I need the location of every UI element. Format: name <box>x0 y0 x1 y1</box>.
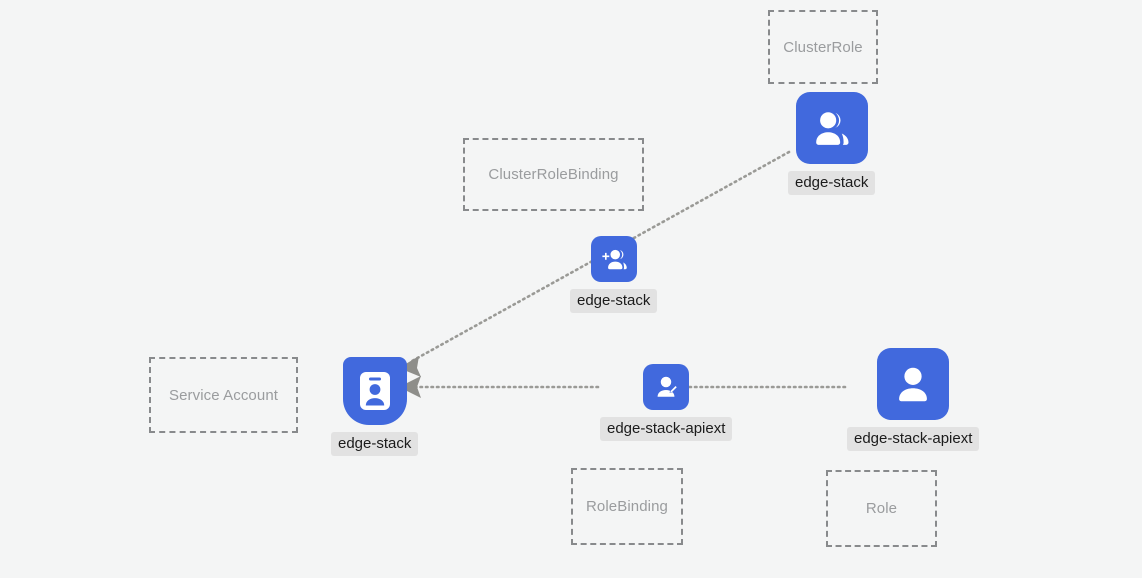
node-label: edge-stack-apiext <box>600 417 733 442</box>
kind-box-label: RoleBinding <box>586 498 668 515</box>
kind-box-rolebinding: RoleBinding <box>571 468 683 545</box>
edge-rolebinding-to-serviceaccount <box>399 376 600 398</box>
node-label: edge-stack <box>331 432 419 457</box>
node-rolebinding[interactable]: edge-stack-apiext <box>600 364 733 442</box>
group-people-icon[interactable] <box>795 92 868 164</box>
node-label: edge-stack <box>788 171 876 196</box>
kind-box-label: ClusterRoleBinding <box>488 166 619 183</box>
node-label: edge-stack-apiext <box>847 427 980 452</box>
person-icon[interactable] <box>877 348 950 420</box>
person-edit-icon[interactable] <box>643 364 690 410</box>
kind-box-clusterrole: ClusterRole <box>768 10 878 84</box>
kind-box-label: Service Account <box>168 386 279 404</box>
person-add-icon[interactable] <box>590 236 637 282</box>
node-clusterrolebinding[interactable]: edge-stack <box>570 236 658 314</box>
node-label: edge-stack <box>570 289 658 314</box>
kind-box-label: ClusterRole <box>783 38 863 56</box>
kind-box-clusterrolebinding: ClusterRoleBinding <box>463 138 644 211</box>
kind-box-service-account: Service Account <box>149 357 298 433</box>
kind-box-role: Role <box>826 470 937 547</box>
kind-box-label: Role <box>865 500 898 517</box>
id-badge-shield-icon[interactable] <box>342 357 407 425</box>
node-service-account[interactable]: edge-stack <box>331 357 419 457</box>
node-clusterrole[interactable]: edge-stack <box>788 92 876 196</box>
node-role[interactable]: edge-stack-apiext <box>847 348 980 452</box>
